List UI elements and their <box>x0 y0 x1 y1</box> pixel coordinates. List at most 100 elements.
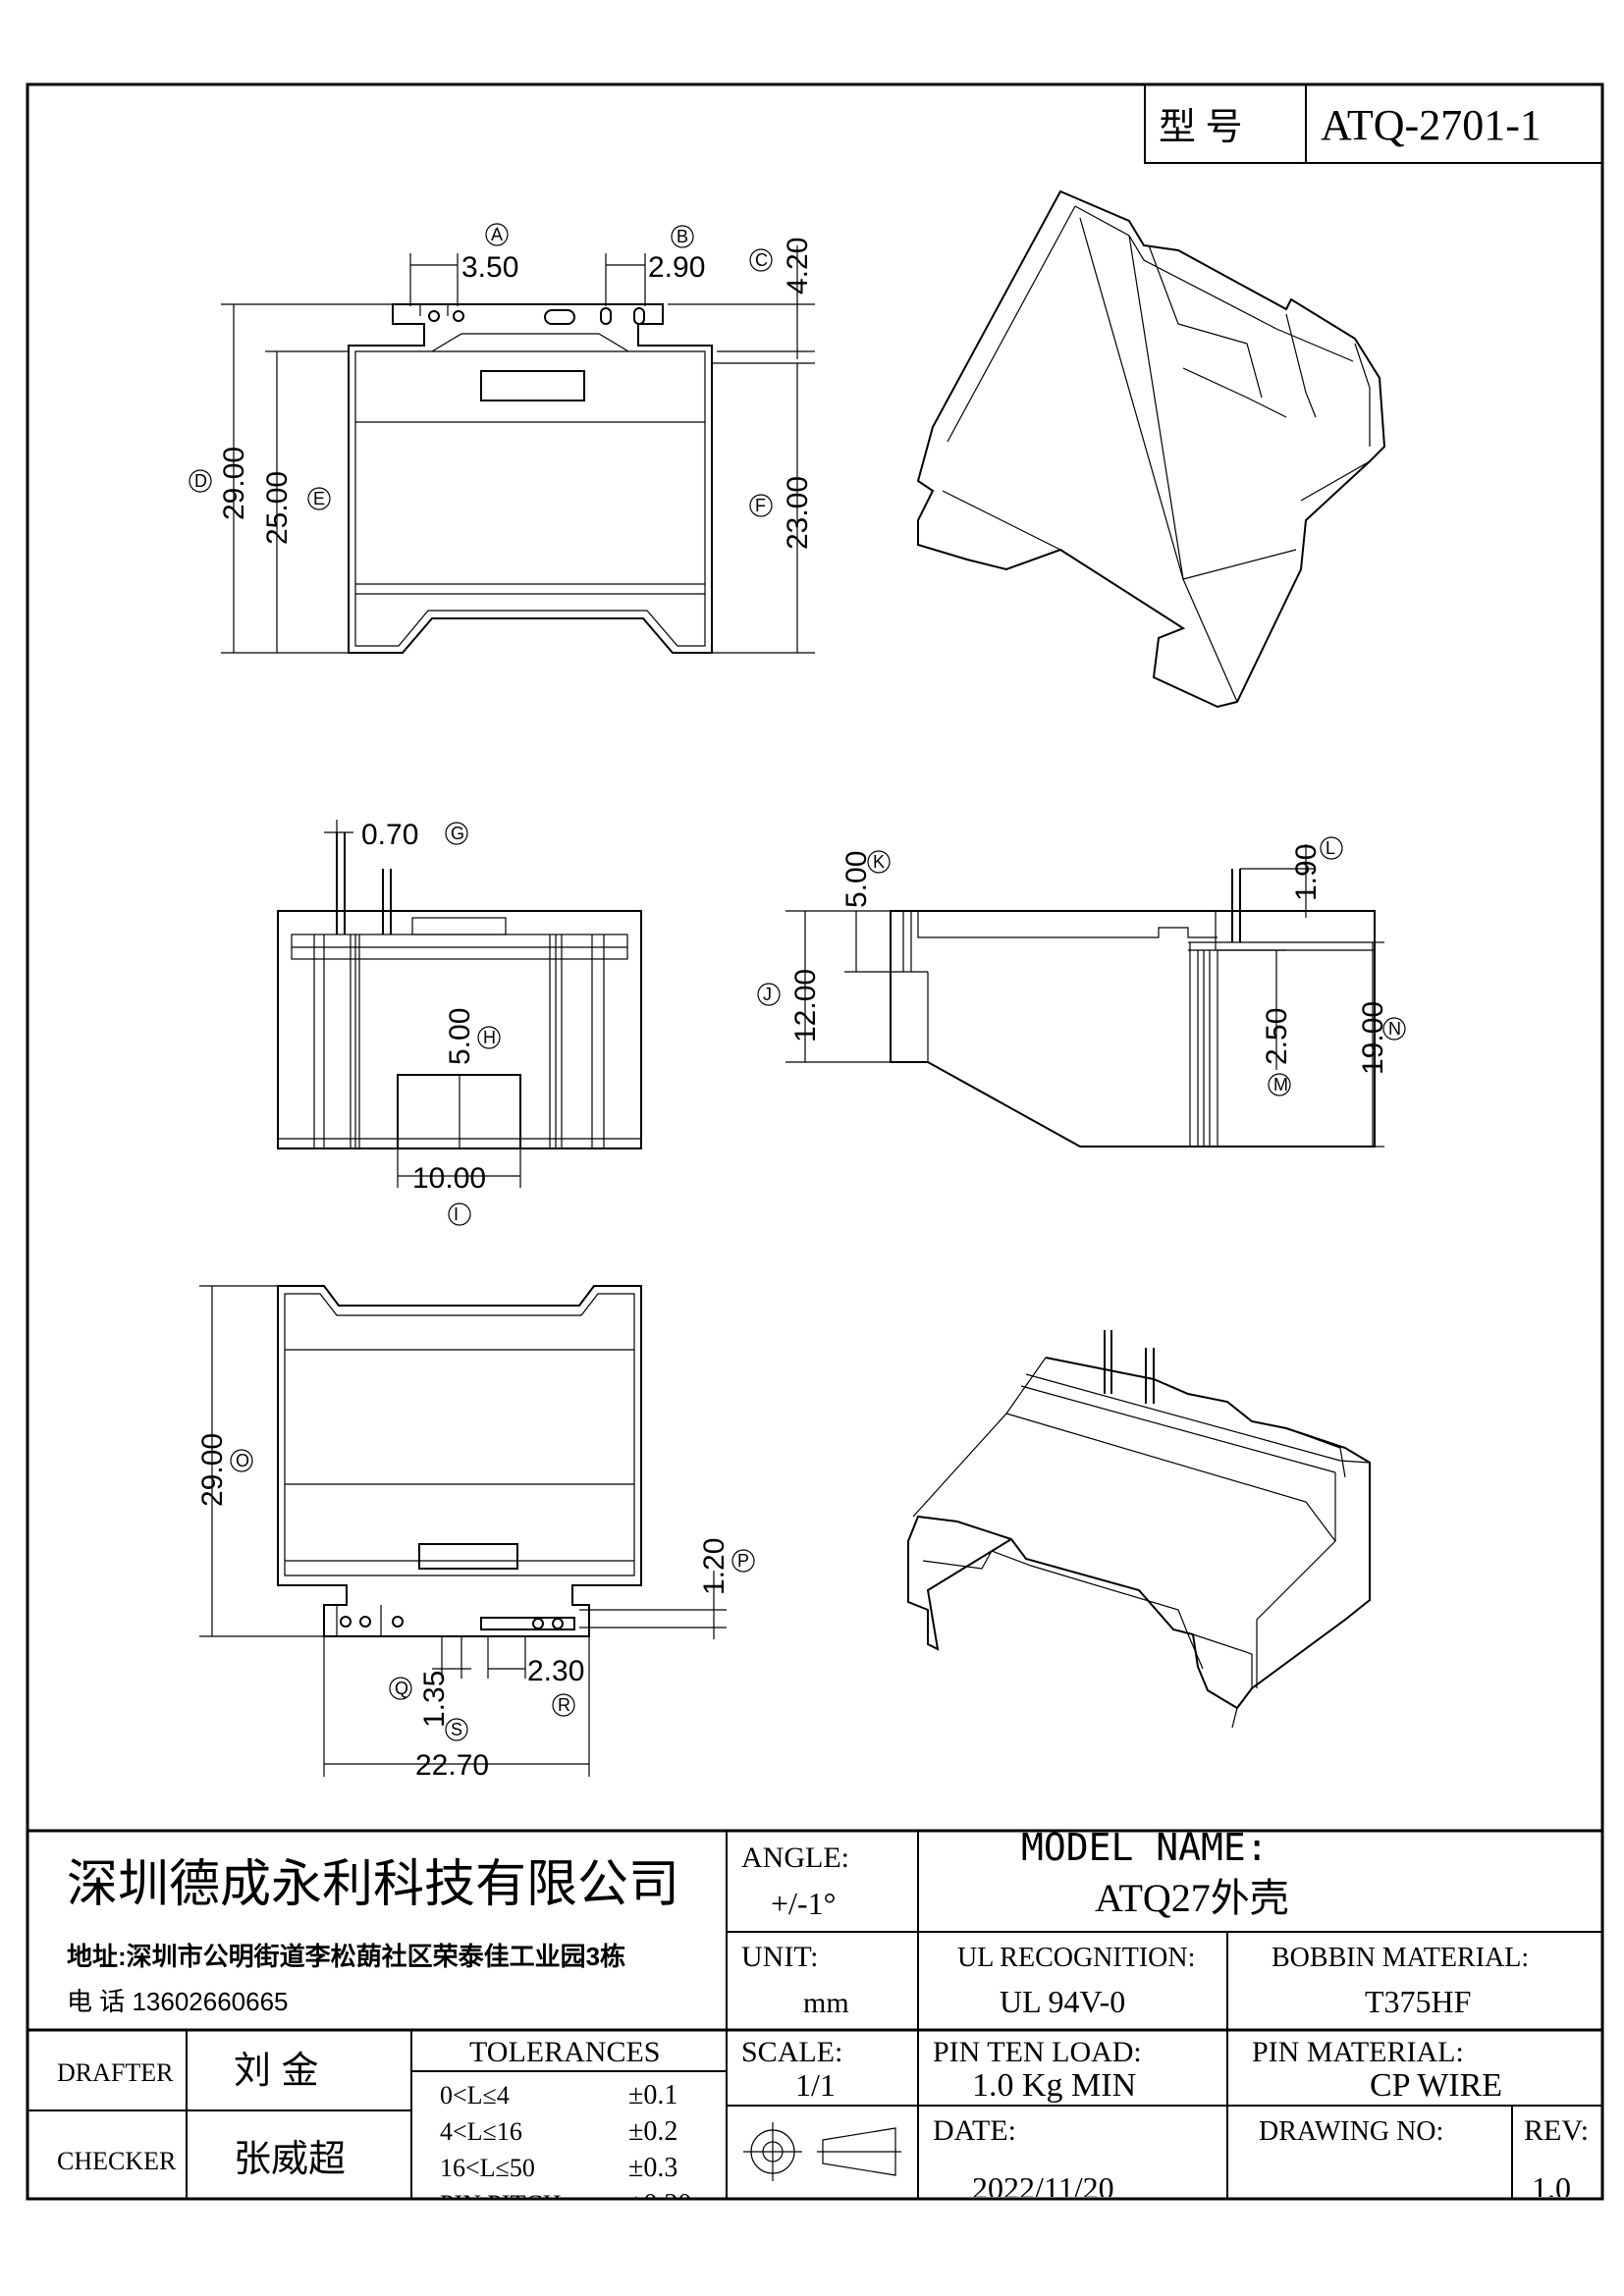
svg-text:H: H <box>483 1028 496 1047</box>
dim-H: 5.00 H <box>444 1008 501 1148</box>
svg-text:O: O <box>236 1451 249 1470</box>
iso-view-underside <box>907 1330 1371 1729</box>
tolerance-range: 0<L≤4 <box>440 2081 510 2109</box>
model-box-value: ATQ-2701-1 <box>1321 101 1542 149</box>
svg-text:2.90: 2.90 <box>648 251 705 284</box>
ul-label: UL RECOGNITION: <box>957 1943 1195 1973</box>
svg-text:R: R <box>558 1695 570 1715</box>
pin-material-value: CP WIRE <box>1370 2067 1502 2104</box>
svg-text:1.20: 1.20 <box>698 1538 731 1595</box>
dim-B: 2.90 B <box>605 225 705 306</box>
dim-P: 1.20 P <box>579 1538 755 1639</box>
bobbin-material-label: BOBBIN MATERIAL: <box>1272 1943 1529 1973</box>
projection-symbol-icon <box>743 2122 901 2181</box>
dim-R: 2.30 R <box>487 1636 584 1717</box>
company-phone: 电 话 13602660665 <box>67 1987 289 2016</box>
svg-text:S: S <box>451 1720 462 1739</box>
svg-text:2.30: 2.30 <box>527 1655 584 1687</box>
pin-load-value: 1.0 Kg MIN <box>972 2067 1136 2104</box>
scale-label: SCALE: <box>741 2036 842 2068</box>
dim-Q: 1.35 Q <box>389 1636 471 1728</box>
model-name-label: MODEL NAME: <box>1021 1826 1269 1869</box>
bottom-view <box>277 1285 642 1637</box>
dim-G: 0.70 G <box>324 819 468 851</box>
svg-text:29.00: 29.00 <box>218 447 250 520</box>
rev-label: REV: <box>1524 2114 1589 2147</box>
dim-L: 1.90 L <box>1240 836 1343 918</box>
company-address: 地址:深圳市公明街道李松蓢社区荣泰佳工业园3栋 <box>67 1942 625 1971</box>
svg-text:N: N <box>1388 1019 1401 1039</box>
svg-text:K: K <box>873 852 885 872</box>
drafter-value: 刘 金 <box>234 2051 319 2092</box>
tolerance-range: 16<L≤50 <box>440 2154 535 2182</box>
tolerances-label: TOLERANCES <box>469 2036 660 2068</box>
pin-load-label: PIN TEN LOAD: <box>933 2036 1142 2068</box>
dim-E: 25.00 E <box>261 350 349 653</box>
svg-text:10.00: 10.00 <box>412 1162 486 1195</box>
dim-M: 2.50 M <box>1218 949 1293 1096</box>
tolerance-value: ±0.20 <box>628 2189 691 2219</box>
drawing-no-label: DRAWING NO: <box>1259 2116 1443 2147</box>
pin-material-label: PIN MATERIAL: <box>1252 2036 1464 2068</box>
dim-N: 19.00 N <box>1357 941 1406 1148</box>
dim-C: 4.20 C <box>668 238 815 359</box>
model-name-value: ATQ27外壳 <box>1095 1876 1289 1920</box>
angle-value: +/-1° <box>771 1886 836 1921</box>
unit-label: UNIT: <box>741 1941 819 1973</box>
iso-view-open-shell <box>916 189 1386 709</box>
company-name: 深圳德成永利科技有限公司 <box>67 1856 679 1913</box>
svg-text:23.00: 23.00 <box>782 476 814 550</box>
svg-text:J: J <box>763 985 772 1004</box>
scale-value: 1/1 <box>795 2067 836 2103</box>
angle-label: ANGLE: <box>741 1842 849 1874</box>
dim-S: 22.70 S <box>323 1636 590 1782</box>
svg-text:I: I <box>454 1204 459 1224</box>
dim-K: 5.00 K <box>840 850 891 973</box>
side-view <box>890 869 1376 1148</box>
svg-text:L: L <box>1326 838 1335 858</box>
tolerance-table: 0<L≤4 ±0.1 4<L≤16 ±0.2 16<L≤50 ±0.3 PIN … <box>440 2080 691 2219</box>
svg-text:F: F <box>755 496 766 515</box>
unit-value: mm <box>803 1987 849 2019</box>
top-view <box>348 303 713 654</box>
drafter-label: DRAFTER <box>57 2058 174 2087</box>
svg-text:E: E <box>313 489 325 508</box>
dim-A: 3.50 A <box>409 223 518 306</box>
bobbin-material-value: T375HF <box>1365 1984 1471 2019</box>
svg-text:1.90: 1.90 <box>1290 844 1323 901</box>
dim-D: 29.00 D <box>189 303 393 654</box>
svg-text:5.00: 5.00 <box>840 851 873 908</box>
tolerance-value: ±0.1 <box>628 2080 677 2110</box>
front-view <box>277 832 642 1149</box>
tolerance-range: PIN PITCH <box>440 2190 562 2218</box>
sheet-frame <box>26 82 1604 2201</box>
svg-text:4.20: 4.20 <box>782 238 814 294</box>
svg-text:29.00: 29.00 <box>196 1433 229 1507</box>
svg-text:0.70: 0.70 <box>361 819 418 851</box>
dim-O: 29.00 O <box>196 1285 324 1637</box>
svg-text:D: D <box>194 471 207 491</box>
dim-J: 12.00 J <box>757 910 928 1063</box>
tolerance-value: ±0.3 <box>628 2153 677 2183</box>
date-value: 2022/11/20 <box>972 2170 1114 2206</box>
svg-text:12.00: 12.00 <box>789 969 822 1042</box>
ul-value: UL 94V-0 <box>1000 1984 1125 2019</box>
checker-value: 张威超 <box>234 2139 346 2180</box>
tolerance-value: ±0.2 <box>628 2116 677 2147</box>
svg-text:G: G <box>451 824 464 843</box>
model-box-label: 型 号 <box>1159 107 1243 148</box>
svg-text:M: M <box>1273 1075 1288 1095</box>
svg-text:5.00: 5.00 <box>444 1008 476 1065</box>
svg-text:19.00: 19.00 <box>1357 1001 1389 1075</box>
dim-F: 23.00 F <box>712 362 815 654</box>
svg-text:25.00: 25.00 <box>261 471 294 545</box>
svg-text:B: B <box>677 227 688 246</box>
tolerance-range: 4<L≤16 <box>440 2117 522 2146</box>
svg-text:Q: Q <box>395 1679 408 1698</box>
date-label: DATE: <box>933 2114 1016 2147</box>
svg-text:C: C <box>755 250 768 270</box>
rev-value: 1.0 <box>1532 2170 1571 2206</box>
svg-text:3.50: 3.50 <box>461 251 518 284</box>
checker-label: CHECKER <box>57 2147 177 2175</box>
